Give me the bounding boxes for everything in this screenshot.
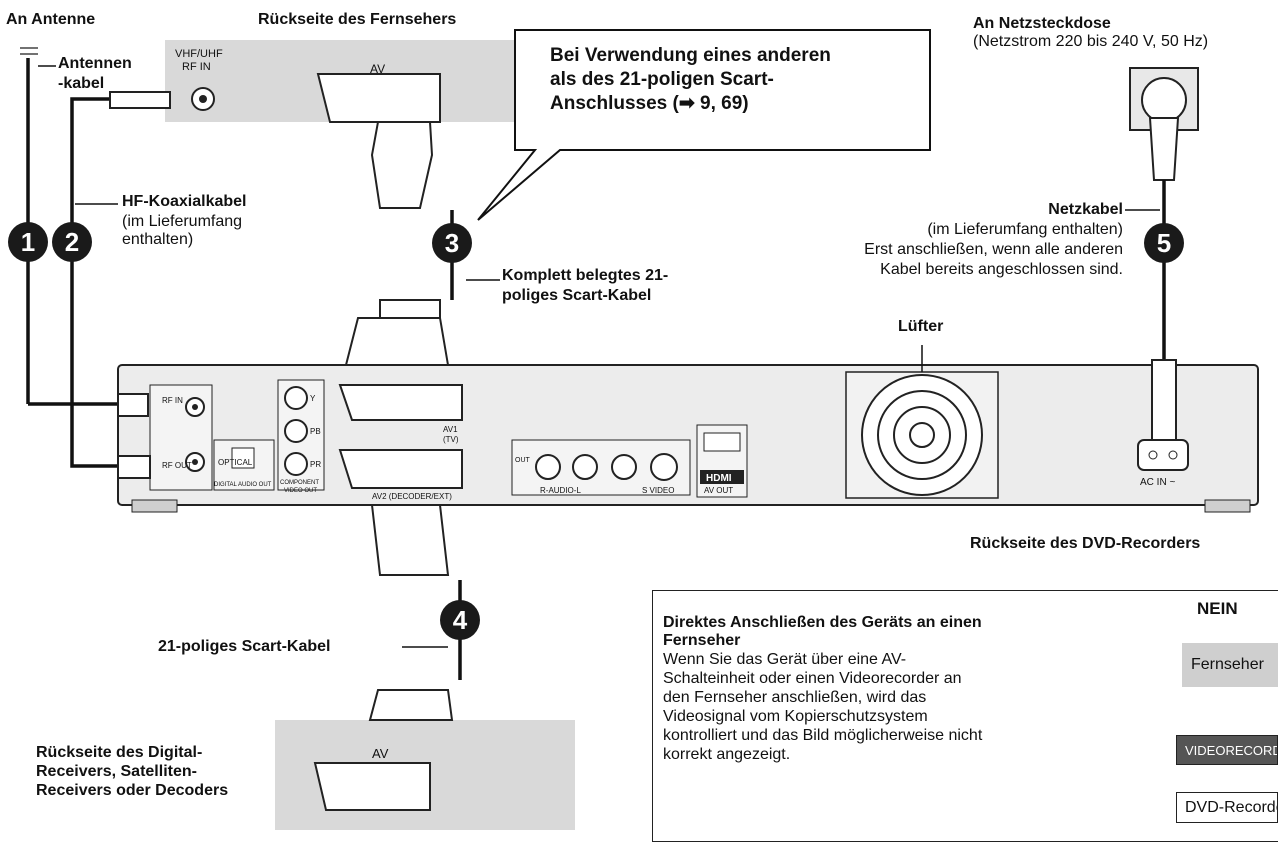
hf-cable-sub-1: (im Lieferumfang xyxy=(122,213,243,230)
power-cable-label: Netzkabel xyxy=(1048,201,1123,218)
device-label-hdmi: HDMI xyxy=(706,473,732,484)
device-label-pb: PB xyxy=(310,427,321,436)
device-label-av1: AV1 xyxy=(443,425,458,434)
note-body-2: Schalteinheit oder einen Videorecorder a… xyxy=(663,670,962,687)
hf-cable-label: HF-Koaxialkabel xyxy=(122,193,247,210)
fan-label: Lüfter xyxy=(898,318,944,335)
note-dvd-box: DVD-Recorder xyxy=(1176,792,1278,823)
power-cable-sub-1: (im Lieferumfang enthalten) xyxy=(927,221,1123,238)
nein-label: NEIN xyxy=(1197,599,1238,618)
badge-5: 5 xyxy=(1157,228,1171,258)
device-label-rf-out: RF OUT xyxy=(162,461,192,470)
note-body-6: korrekt angezeigt. xyxy=(663,746,791,763)
badge-4: 4 xyxy=(453,605,468,635)
hf-cable-sub-2: enthalten) xyxy=(122,231,194,248)
device-label-video-out: VIDEO OUT xyxy=(284,488,317,494)
scart-cable-label: 21-poliges Scart-Kabel xyxy=(158,638,331,655)
power-cable-sub-2: Erst anschließen, wenn alle anderen xyxy=(864,241,1123,258)
note-title-1: Direktes Anschließen des Geräts an einen xyxy=(663,614,982,631)
device-label-ac-in: AC IN ~ xyxy=(1140,477,1175,488)
scart-full-label-1: Komplett belegtes 21- xyxy=(502,267,669,284)
callout-line-3: Anschlusses (➡ 9, 69) xyxy=(550,93,749,114)
callout-line-2: als des 21-poligen Scart- xyxy=(550,69,774,90)
receiver-label-1: Rückseite des Digital- xyxy=(36,744,203,761)
device-label-audio: R-AUDIO-L xyxy=(540,486,581,495)
note-title-2: Fernseher xyxy=(663,632,741,649)
scart-full-label-2: poliges Scart-Kabel xyxy=(502,287,652,304)
device-label-tv: (TV) xyxy=(443,435,459,444)
badge-2: 2 xyxy=(65,227,79,257)
receiver-av-label: AV xyxy=(372,746,389,761)
antenna-cable-label-1: Antennen xyxy=(58,55,132,72)
device-label-av-out: AV OUT xyxy=(704,486,733,495)
callout-line-1: Bei Verwendung eines anderen xyxy=(550,45,831,66)
note-body-1: Wenn Sie das Gerät über eine AV- xyxy=(663,651,907,668)
device-label-pr: PR xyxy=(310,460,321,469)
vhf-uhf-label: VHF/UHF xyxy=(175,48,223,60)
number-badges: 1 2 3 4 5 RF IN RF OUT Y PB PR AV1 (TV) … xyxy=(8,222,1184,640)
note-box: Direktes Anschließen des Geräts an einen… xyxy=(652,590,1278,842)
note-vcr-box: VIDEORECORDER xyxy=(1176,735,1278,765)
device-label-y: Y xyxy=(310,394,316,403)
dvd-back-label: Rückseite des DVD-Recorders xyxy=(970,535,1201,552)
note-body-5: kontrolliert und das Bild möglicherweise… xyxy=(663,727,983,744)
device-label-out: OUT xyxy=(515,457,531,464)
badge-1: 1 xyxy=(21,227,35,257)
tv-av-label: AV xyxy=(370,62,386,76)
tv-back-label: Rückseite des Fernsehers xyxy=(258,11,457,28)
note-body-4: Videosignal vom Kopierschutzsystem xyxy=(663,708,928,725)
device-label-optical: OPTICAL xyxy=(218,458,253,467)
dvd-recorder-body xyxy=(117,364,1259,513)
device-label-rf-in: RF IN xyxy=(162,396,183,405)
device-label-component: COMPONENT xyxy=(280,480,319,486)
outlet-subtitle: (Netzstrom 220 bis 240 V, 50 Hz) xyxy=(973,33,1209,50)
power-cable-sub-3: Kabel bereits angeschlossen sind. xyxy=(880,261,1123,278)
receiver-label-3: Receivers oder Decoders xyxy=(36,782,229,799)
antenna-label: An Antenne xyxy=(6,11,96,28)
device-label-digital-audio: DIGITAL AUDIO OUT xyxy=(214,482,272,488)
outlet-title: An Netzsteckdose xyxy=(973,15,1111,32)
device-label-s-video: S VIDEO xyxy=(642,486,674,495)
receiver-label-2: Receivers, Satelliten- xyxy=(36,763,197,780)
note-body-3: den Fernseher anschließen, wird das xyxy=(663,689,927,706)
connection-diagram xyxy=(20,29,1259,811)
device-label-av2: AV2 (DECODER/EXT) xyxy=(372,492,452,501)
note-tv-box: Fernseher xyxy=(1182,643,1278,687)
rf-in-label: RF IN xyxy=(182,61,211,73)
badge-3: 3 xyxy=(445,228,459,258)
antenna-cable-label-2: -kabel xyxy=(58,75,105,92)
